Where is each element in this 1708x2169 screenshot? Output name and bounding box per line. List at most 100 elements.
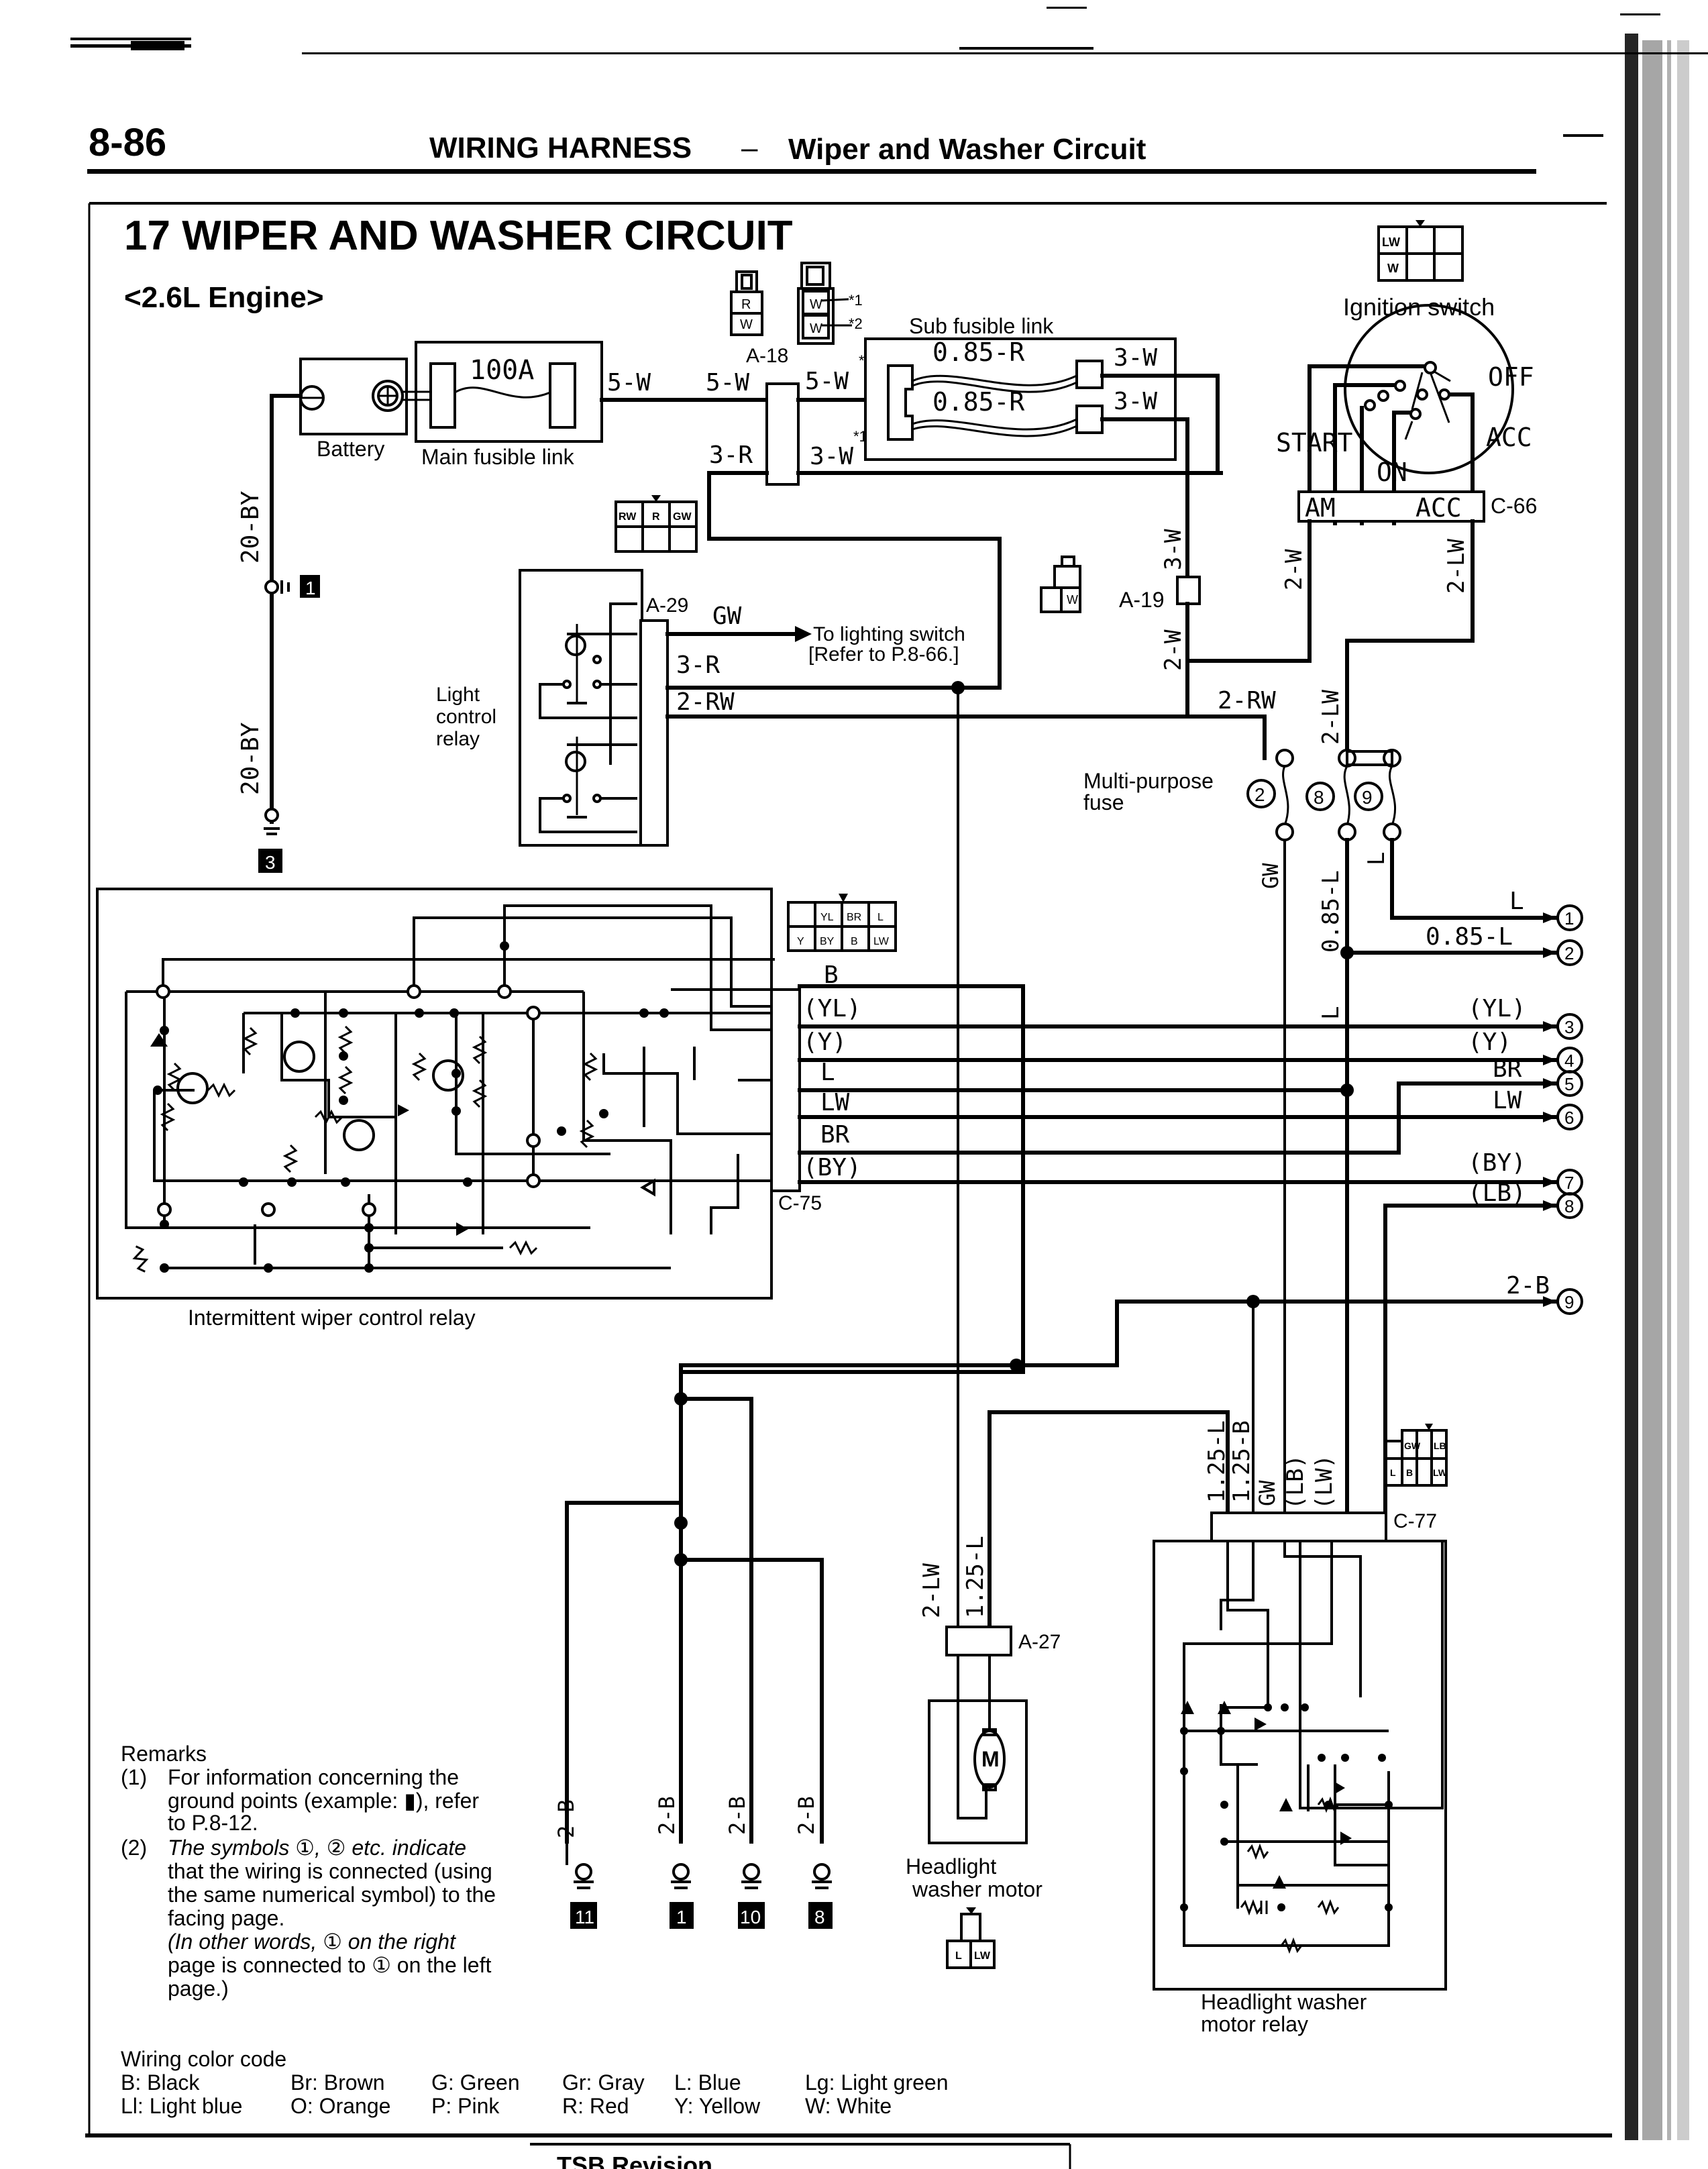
light-control-relay-label-2: control	[436, 706, 496, 728]
svg-text:1: 1	[676, 1907, 687, 1927]
svg-text:LW: LW	[974, 1950, 991, 1962]
connector-face-a18-left: R W	[730, 270, 763, 336]
wire-label-5w-a18-in: 5-W	[706, 369, 749, 396]
svg-text:P: Pink: P: Pink	[431, 2094, 500, 2118]
wire-label-125l-c77: 1.25-L	[1204, 1420, 1230, 1503]
diode-icon	[640, 1178, 655, 1197]
transistor-icon	[343, 1119, 375, 1151]
connector-c77: C-77	[1210, 1510, 1437, 1542]
headlight-washer-motor-label-2: washer motor	[912, 1877, 1043, 1901]
output-2: 2 0.85-L	[1426, 923, 1583, 966]
svg-text:W: W	[810, 297, 822, 312]
svg-text:0.85-L: 0.85-L	[1426, 923, 1513, 951]
connector-a19: A-19	[1119, 576, 1201, 612]
wire-2lw-acc	[1345, 519, 1475, 760]
wire-label-2w-am: 2-W	[1281, 549, 1307, 590]
output-4: 4(Y)	[1468, 1028, 1583, 1073]
diode-icon	[456, 1222, 468, 1236]
wire-l-out1	[1390, 838, 1558, 920]
lighting-switch-ref-2[interactable]: [Refer to P.8-66.]	[808, 643, 959, 666]
wire-label-20-by-top: 20-BY	[237, 490, 264, 564]
battery-label: Battery	[317, 437, 384, 461]
connector-face-a27: L LW	[946, 1907, 996, 1969]
multi-purpose-fuse-label-1: Multi-purpose	[1083, 769, 1214, 793]
sub-fusible-link-label: Sub fusible link	[909, 314, 1054, 338]
svg-text:Lg: Light green: Lg: Light green	[805, 2070, 949, 2095]
svg-text:Y: Y	[797, 936, 804, 947]
svg-text:W: White: W: White	[805, 2094, 892, 2118]
lighting-switch-ref-1[interactable]: To lighting switch	[813, 623, 965, 645]
svg-text:GW: GW	[1404, 1440, 1421, 1451]
wire-2b-gnd8	[679, 1558, 824, 1844]
wire-label-2b-gnd10: 2-B	[725, 1796, 750, 1835]
output-6: 6LW	[1493, 1087, 1583, 1130]
svg-text:11: 11	[575, 1907, 594, 1927]
svg-text:(Y): (Y)	[1468, 1028, 1511, 1056]
svg-text:RW: RW	[619, 511, 637, 523]
svg-text:9: 9	[1362, 787, 1373, 808]
junction-dot	[1340, 946, 1354, 959]
connector-a18-label: A-18	[746, 345, 788, 367]
battery-ground-wire	[270, 394, 303, 824]
ignition-off-label: OFF	[1488, 362, 1534, 392]
page-number: 8-86	[89, 121, 166, 164]
connector-c75-label: C-75	[778, 1192, 822, 1214]
transistor-icon	[176, 1072, 209, 1104]
section-subtitle: Wiper and Washer Circuit	[788, 133, 1146, 166]
remarks-heading: Remarks	[121, 1742, 207, 1766]
intermittent-wiper-relay: Intermittent wiper control relay	[96, 888, 775, 1330]
wire-3w-sub-1	[1100, 374, 1220, 475]
svg-text:8: 8	[1314, 787, 1324, 808]
output-1: 1L	[1509, 888, 1583, 931]
wire-label-125l-motor: 1.25-L	[962, 1536, 989, 1618]
connector-c66: AM ACC C-66	[1297, 490, 1537, 523]
diagram-title: 17 WIPER AND WASHER CIRCUIT	[124, 213, 793, 259]
sub-link-rating-2: 0.85-R	[932, 387, 1024, 417]
wire-label-3w-bottom: 3-W	[810, 443, 853, 470]
headlight-washer-relay-label-1: Headlight washer	[1201, 1990, 1367, 2014]
svg-text:For information concerning the: For information concerning the	[168, 1765, 459, 1789]
wire-125l-motor	[988, 1410, 1230, 1629]
c75-wire-bundle	[679, 984, 1558, 1374]
svg-text:Y: Yellow: Y: Yellow	[674, 2094, 761, 2118]
connector-face-c77: GW LB L B LW	[1385, 1424, 1448, 1487]
svg-text:L: L	[1390, 1467, 1396, 1478]
svg-text:B: Black: B: Black	[121, 2070, 200, 2095]
fuse-number-2: 2	[1246, 779, 1276, 808]
svg-text:(2): (2)	[121, 1836, 147, 1860]
svg-text:6: 6	[1564, 1108, 1574, 1128]
connector-a19-label: A-19	[1119, 588, 1165, 612]
diagram-frame	[85, 202, 1612, 2137]
light-control-relay	[519, 569, 643, 847]
main-fusible-link-label: Main fusible link	[421, 445, 575, 469]
wire-label-3w-2: 3-W	[1114, 388, 1157, 415]
svg-text:B: B	[851, 936, 858, 947]
svg-text:Ll: Light blue: Ll: Light blue	[121, 2094, 242, 2118]
svg-text:to P.8-12.: to P.8-12.	[168, 1811, 258, 1835]
ignition-start-label: START	[1276, 428, 1352, 458]
diode-icon	[398, 1104, 409, 1116]
svg-text:W: W	[740, 317, 753, 332]
scan-artifacts	[70, 7, 1708, 2140]
svg-text:2: 2	[1564, 943, 1574, 963]
svg-text:BR: BR	[1493, 1055, 1522, 1083]
wire-2w-a19	[1185, 602, 1267, 760]
wire-label-3r: 3-R	[709, 441, 753, 469]
svg-text:(1): (1)	[121, 1765, 147, 1789]
connector-a29-label: A-29	[646, 594, 688, 617]
wire-label-2b-gnd8: 2-B	[794, 1796, 819, 1835]
ground-point-10: 10 2-B	[725, 1796, 765, 1929]
svg-text:8: 8	[814, 1907, 825, 1927]
multi-purpose-fuse-label-2: fuse	[1083, 790, 1124, 814]
svg-text:BY: BY	[820, 936, 835, 947]
ground-point-8: 8 2-B	[794, 1796, 833, 1929]
tsb-revision-label: TSB Revision	[557, 2152, 712, 2169]
svg-text:LW: LW	[1433, 1467, 1448, 1478]
multi-purpose-fuse-9	[1346, 749, 1401, 841]
wire-label-2rw-feed: 2-RW	[1218, 687, 1276, 715]
connector-c75: C-75	[770, 988, 822, 1214]
wire-label-l-branch: L	[1318, 1006, 1344, 1020]
c75-wire-label-lw: LW	[820, 1089, 850, 1116]
headlight-washer-motor: M Headlight washer motor	[906, 1655, 1043, 1901]
